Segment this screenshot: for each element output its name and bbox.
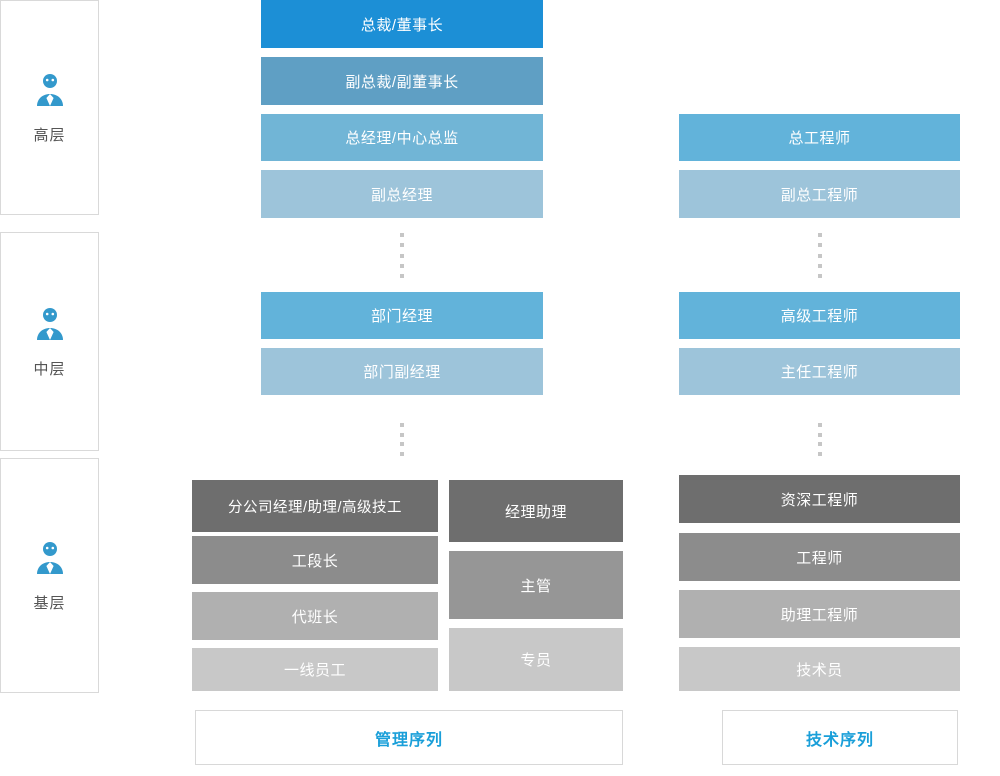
level-label-middle: 中层 <box>33 361 66 378</box>
role-label: 高级工程师 <box>780 308 859 325</box>
role-box-management-base-right-2[interactable]: 专员 <box>449 626 623 693</box>
role-box-management-base-right-1[interactable]: 主管 <box>449 549 623 621</box>
role-label: 专员 <box>520 652 552 669</box>
role-label: 经理助理 <box>504 503 567 521</box>
person-tie-icon <box>30 304 70 344</box>
level-label-senior: 高层 <box>33 127 66 144</box>
role-box-technical-0[interactable]: 总工程师 <box>679 112 960 163</box>
role-box-management-base-right-0[interactable]: 经理助理 <box>449 478 623 544</box>
connector-dots-technical-bottom <box>818 423 822 456</box>
role-label: 副总经理 <box>370 186 433 204</box>
sequence-box-technical[interactable]: 技术序列 <box>722 710 958 765</box>
role-box-technical-base-0[interactable]: 资深工程师 <box>679 473 960 525</box>
role-box-management-2[interactable]: 总经理/中心总监 <box>261 112 543 163</box>
level-card-base: 基层 <box>0 458 99 693</box>
role-box-management-base-left-1[interactable]: 工段长 <box>192 534 438 586</box>
role-label: 技术员 <box>796 661 843 679</box>
role-label: 工程师 <box>796 549 843 567</box>
role-label: 部门经理 <box>370 308 433 325</box>
role-label: 总经理/中心总监 <box>345 130 459 147</box>
role-box-technical-2[interactable]: 高级工程师 <box>679 290 960 341</box>
role-box-technical-base-2[interactable]: 助理工程师 <box>679 588 960 640</box>
role-box-technical-1[interactable]: 副总工程师 <box>679 168 960 220</box>
role-box-technical-3[interactable]: 主任工程师 <box>679 346 960 397</box>
role-box-management-0[interactable]: 总裁/董事长 <box>261 0 543 50</box>
level-card-middle: 中层 <box>0 232 99 451</box>
role-label: 助理工程师 <box>780 606 859 624</box>
role-label: 主管 <box>520 577 552 595</box>
person-tie-icon <box>30 70 70 110</box>
role-label: 总裁/董事长 <box>360 16 444 34</box>
role-label: 副总工程师 <box>780 186 859 204</box>
role-label: 代班长 <box>291 608 339 626</box>
role-box-technical-base-3[interactable]: 技术员 <box>679 645 960 693</box>
sequence-label: 技术序列 <box>805 731 874 749</box>
role-label: 副总裁/副董事长 <box>345 73 459 91</box>
role-box-technical-base-1[interactable]: 工程师 <box>679 531 960 583</box>
connector-dots-technical-top <box>818 233 822 278</box>
role-box-management-base-left-3[interactable]: 一线员工 <box>192 646 438 693</box>
sequence-box-management[interactable]: 管理序列 <box>195 710 623 765</box>
role-box-management-4[interactable]: 部门经理 <box>261 290 543 341</box>
role-label: 主任工程师 <box>780 364 859 381</box>
role-box-management-1[interactable]: 副总裁/副董事长 <box>261 55 543 107</box>
level-card-senior: 高层 <box>0 0 99 215</box>
connector-dots-management-top <box>400 233 404 278</box>
person-tie-icon <box>30 538 70 578</box>
role-label: 资深工程师 <box>780 491 859 509</box>
role-label: 总工程师 <box>788 130 851 147</box>
role-label: 一线员工 <box>283 662 346 679</box>
role-box-management-base-left-2[interactable]: 代班长 <box>192 590 438 642</box>
role-label: 工段长 <box>291 552 339 570</box>
connector-dots-management-bottom <box>400 423 404 456</box>
role-box-management-5[interactable]: 部门副经理 <box>261 346 543 397</box>
role-label: 分公司经理/助理/高级技工 <box>227 499 403 516</box>
sequence-label: 管理序列 <box>374 731 443 749</box>
role-label: 部门副经理 <box>363 364 441 381</box>
level-label-base: 基层 <box>33 595 66 612</box>
role-box-management-3[interactable]: 副总经理 <box>261 168 543 220</box>
role-box-management-base-left-0[interactable]: 分公司经理/助理/高级技工 <box>192 478 438 534</box>
